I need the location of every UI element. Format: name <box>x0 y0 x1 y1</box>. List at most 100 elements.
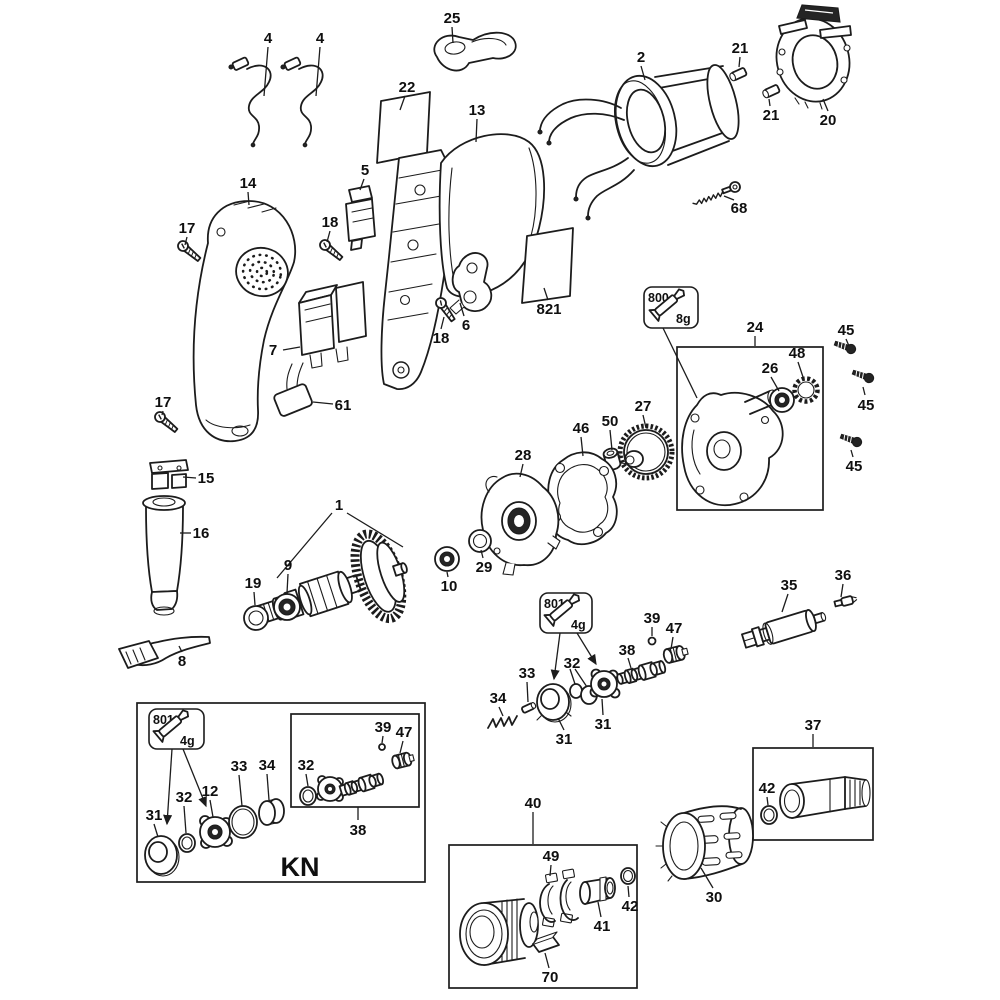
callout-61: 61 <box>312 397 352 414</box>
callout-30: 30 <box>700 867 722 906</box>
part-wire-lead-b <box>280 56 324 148</box>
svg-text:17: 17 <box>155 394 172 411</box>
callout-47a: 47 <box>666 620 682 650</box>
callout-31a: 31 <box>556 717 573 748</box>
part-pin-33a <box>521 702 537 714</box>
svg-text:31: 31 <box>595 716 612 733</box>
part-armature-1 <box>248 529 408 625</box>
callout-45a: 45 <box>838 322 855 347</box>
svg-text:4: 4 <box>264 30 273 47</box>
callout-9: 9 <box>284 557 292 594</box>
part-gasket-46 <box>547 451 618 546</box>
svg-text:45: 45 <box>838 322 855 339</box>
callout-41: 41 <box>594 901 611 935</box>
svg-text:17: 17 <box>179 220 196 237</box>
svg-text:31: 31 <box>556 731 573 748</box>
svg-text:50: 50 <box>602 413 619 430</box>
callout-40: 40 <box>525 795 542 844</box>
svg-text:31: 31 <box>146 807 163 824</box>
part-rings-34b <box>258 798 285 826</box>
callout-70: 70 <box>542 952 558 986</box>
svg-text:40: 40 <box>525 795 542 812</box>
svg-text:41: 41 <box>594 918 611 935</box>
svg-text:38: 38 <box>350 822 367 839</box>
svg-text:9: 9 <box>284 557 292 574</box>
svg-text:28: 28 <box>515 447 532 464</box>
svg-text:22: 22 <box>399 79 416 96</box>
callout-45b: 45 <box>858 386 875 414</box>
callout-14: 14 <box>240 175 257 206</box>
part-oring-32c <box>299 786 317 806</box>
svg-text:45: 45 <box>858 397 875 414</box>
part-label-sheet-821 <box>521 227 574 304</box>
part-bearing-plate-28 <box>480 472 561 576</box>
part-bit-holder-35 <box>741 609 827 649</box>
variant-label-kn: KN <box>281 852 320 882</box>
part-screw-68 <box>692 181 741 205</box>
part-pin-21a <box>729 67 748 82</box>
callout-33b: 33 <box>231 758 247 807</box>
callout-46: 46 <box>573 420 589 457</box>
callout-24: 24 <box>747 319 764 346</box>
group-box-38 <box>290 713 420 808</box>
part-screw-45a <box>832 338 858 356</box>
part-locator-sleeve-30 <box>655 805 754 882</box>
callout-31c: 31 <box>146 807 163 838</box>
svg-text:61: 61 <box>335 397 352 414</box>
callout-27: 27 <box>635 398 652 429</box>
svg-text:821: 821 <box>536 301 561 318</box>
part-spindle-38b <box>316 743 415 802</box>
part-screw-17a <box>175 238 204 265</box>
svg-text:10: 10 <box>441 578 458 595</box>
callout-36: 36 <box>835 567 851 598</box>
callout-4a: 4 <box>263 30 273 97</box>
svg-text:39: 39 <box>644 610 661 627</box>
part-clutch-31b <box>589 668 621 699</box>
part-cord-clamp-15 <box>149 459 189 490</box>
part-retainer-31c <box>144 835 180 877</box>
callout-42b: 42 <box>622 885 638 915</box>
callout-29: 29 <box>476 549 493 576</box>
callout-48: 48 <box>789 345 805 381</box>
svg-text:20: 20 <box>820 112 837 129</box>
part-gear-27 <box>616 423 675 481</box>
part-washer-29 <box>468 529 492 553</box>
svg-text:34: 34 <box>259 757 276 774</box>
part-screw-17b <box>152 409 181 436</box>
svg-text:15: 15 <box>198 470 215 487</box>
part-gear-case-24 <box>681 389 784 507</box>
svg-text:21: 21 <box>732 40 749 57</box>
svg-text:32: 32 <box>298 757 315 774</box>
callout-32c: 32 <box>298 757 315 787</box>
callout-5: 5 <box>359 162 369 191</box>
part-bearing-10 <box>434 546 460 572</box>
svg-text:18: 18 <box>433 330 450 347</box>
part-ball-39a <box>647 636 657 646</box>
callout-7: 7 <box>269 342 301 359</box>
svg-text:42: 42 <box>759 780 776 797</box>
svg-text:2: 2 <box>637 49 645 66</box>
callout-821: 821 <box>536 287 562 318</box>
svg-text:27: 27 <box>635 398 652 415</box>
part-spring-34a <box>487 715 518 729</box>
svg-text:21: 21 <box>763 107 780 124</box>
callout-20: 20 <box>820 98 837 129</box>
callout-38a: 38 <box>619 642 635 669</box>
part-switch-5 <box>345 185 376 251</box>
svg-text:13: 13 <box>469 102 486 119</box>
part-bit-36 <box>833 595 858 608</box>
part-field-stator-2 <box>537 64 740 221</box>
callout-38b: 38 <box>350 807 367 839</box>
part-oring-42a <box>760 805 778 825</box>
callout-21a: 21 <box>732 40 749 68</box>
svg-text:45: 45 <box>846 458 863 475</box>
callout-1: 1 <box>276 497 404 579</box>
svg-text:18: 18 <box>322 214 339 231</box>
svg-text:19: 19 <box>245 575 262 592</box>
callout-32b: 32 <box>176 789 192 834</box>
svg-text:29: 29 <box>476 559 493 576</box>
part-switch-module-7 <box>298 281 367 369</box>
callout-34b: 34 <box>259 757 276 801</box>
callout-47b: 47 <box>396 724 412 754</box>
part-label-sheet-22 <box>376 91 431 164</box>
